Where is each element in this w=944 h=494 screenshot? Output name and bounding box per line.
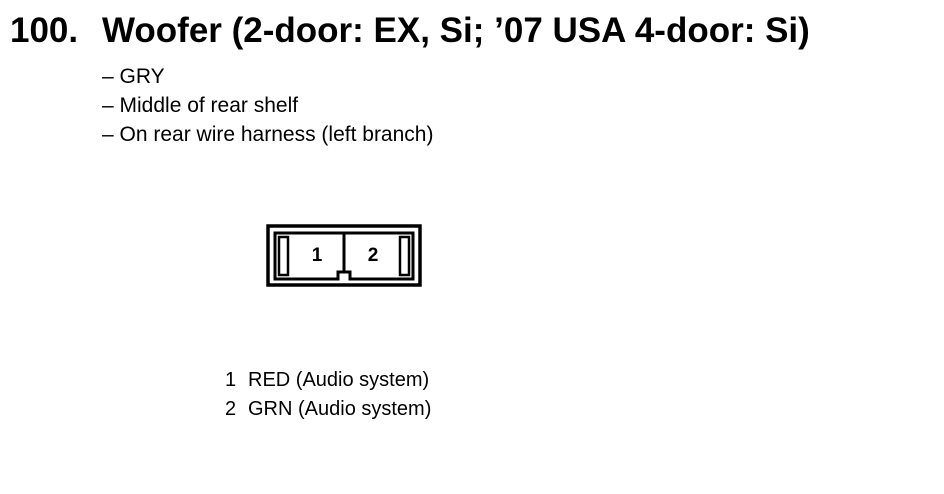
connector-harness: – On rear wire harness (left branch) [102,123,434,146]
right-latch [398,235,411,277]
connector-housing-outline [266,224,422,287]
connector-diagram: 1 2 [266,224,422,287]
cavity-label-1: 1 [312,245,323,266]
terminal-row: 1 RED (Audio system) [225,366,431,395]
component-name: Woofer (2-door: EX, Si; ’07 USA 4-door: … [102,11,810,50]
terminal-pin: 2 [225,398,237,420]
connector-color: – GRY [102,65,165,88]
cavity-label-2: 2 [368,245,379,266]
left-latch [277,235,290,277]
page-title: 100. Woofer (2-door: EX, Si; ’07 USA 4-do… [10,8,810,54]
connector-face-outline [273,231,415,281]
terminal-list: 1 RED (Audio system) 2 GRN (Audio system) [225,366,431,424]
terminal-row: 2 GRN (Audio system) [225,395,431,424]
terminal-description: RED (Audio system) [248,369,430,391]
connector-details: – GRY – Middle of rear shelf – On rear w… [102,62,433,149]
terminal-description: GRN (Audio system) [248,398,432,420]
item-number: 100. [10,11,79,50]
terminal-pin: 1 [225,369,237,391]
connector-location: – Middle of rear shelf [102,94,299,117]
